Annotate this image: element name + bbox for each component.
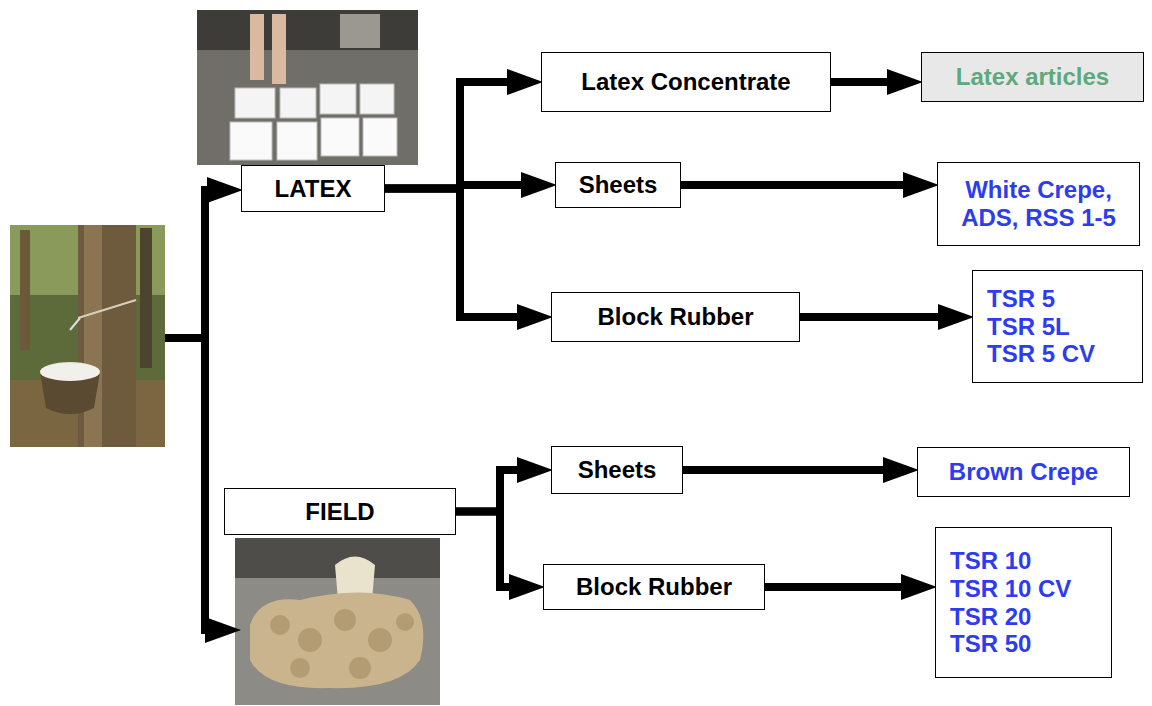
flow-arrow xyxy=(385,189,517,318)
node-text: TSR 5 CV xyxy=(987,340,1095,368)
grade-box: TSR 5TSR 5LTSR 5 CV xyxy=(972,270,1143,383)
node-text: Latex articles xyxy=(956,63,1109,91)
flow-arrow xyxy=(831,78,887,86)
node-text: Brown Crepe xyxy=(949,458,1098,486)
node-text: Block Rubber xyxy=(576,573,732,601)
source-branch xyxy=(165,186,207,634)
node-text: Latex Concentrate xyxy=(581,68,790,96)
node-text: Block Rubber xyxy=(597,303,753,331)
flow-arrow xyxy=(800,313,938,321)
field-coagulum-photo xyxy=(235,538,440,705)
flow-arrow xyxy=(681,181,903,189)
node-text: LATEX xyxy=(275,175,352,203)
grade-box: TSR 10TSR 10 CVTSR 20TSR 50 xyxy=(935,527,1112,678)
flow-arrow xyxy=(385,82,507,189)
node-text: FIELD xyxy=(305,498,374,526)
node-text: TSR 50 xyxy=(950,630,1031,658)
process-box: Block Rubber xyxy=(543,564,765,610)
node-text: TSR 5L xyxy=(987,313,1070,341)
process-box: Sheets xyxy=(551,446,683,494)
node-text: Sheets xyxy=(579,171,658,199)
process-box: Block Rubber xyxy=(551,292,800,342)
flow-arrow xyxy=(765,583,901,591)
node-text: Sheets xyxy=(578,456,657,484)
process-box: Latex Concentrate xyxy=(541,52,831,112)
node-text: TSR 10 xyxy=(950,547,1031,575)
node-text: TSR 20 xyxy=(950,603,1031,631)
process-box: Sheets xyxy=(555,162,681,208)
product-box: Latex articles xyxy=(921,52,1144,102)
flow-arrow xyxy=(456,470,517,512)
flow-arrow xyxy=(683,466,883,474)
node-text: TSR 10 CV xyxy=(950,575,1071,603)
grade-box: Brown Crepe xyxy=(917,447,1130,497)
source-box: LATEX xyxy=(241,165,385,212)
latex-photo xyxy=(197,10,418,165)
flow-arrow xyxy=(456,512,509,588)
node-text: TSR 5 xyxy=(987,285,1055,313)
source-box: FIELD xyxy=(224,488,456,535)
tree-photo xyxy=(10,225,165,447)
node-text: White Crepe, ADS, RSS 1-5 xyxy=(948,176,1129,231)
grade-box: White Crepe, ADS, RSS 1-5 xyxy=(937,162,1140,246)
